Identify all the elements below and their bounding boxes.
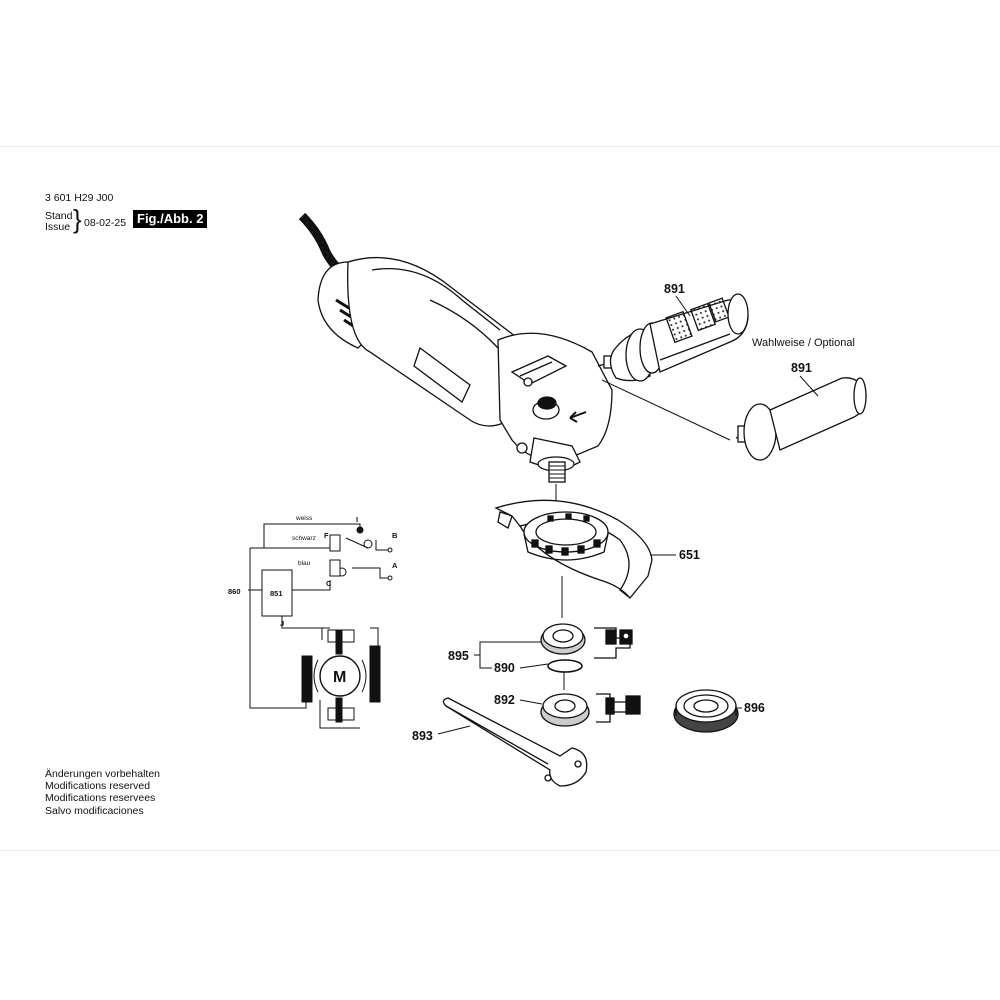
wheel-guard [494,499,653,599]
sheet-top-border [0,146,1000,147]
issue-label: Issue [45,221,71,233]
note-spanish: Salvo modificaciones [45,804,144,817]
optional-label: Wahlweise / Optional [752,337,855,349]
note-french: Modifications reservees [45,792,156,805]
label-890: 890 [494,661,515,675]
part-number: 3 601 H29 J00 [45,192,114,204]
wiring-labels: weiss schwarz blau I F B A C J 860 851 M [228,515,398,686]
label-892: 892 [494,693,515,707]
label-651: 651 [679,548,700,562]
motor-label: M [333,669,346,686]
issue-date: 08-02-25 [84,217,127,229]
terminal-j: J [280,619,284,628]
terminal-b: B [392,531,398,540]
label-891-optional: 891 [791,361,812,375]
modification-notes: Änderungen vorbehalten Modifications res… [45,768,160,817]
label-851: 851 [270,589,283,598]
pin-spanner [442,697,588,787]
figure-label: Fig./Abb. 2 [133,210,208,228]
note-german: Änderungen vorbehalten [45,768,161,780]
label-895: 895 [448,649,469,663]
terminal-f: F [324,531,329,540]
locking-nut [540,693,641,727]
wire-label-blue: blau [298,560,311,567]
part-labels: 891 891 651 895 890 892 896 893 [412,282,812,743]
angle-grinder-body [298,212,613,483]
wire-label-black: schwarz [292,535,316,542]
brace-glyph: } [73,204,82,234]
sheet-bottom-border [0,850,1000,851]
side-handle-standard [597,293,749,382]
quick-clamping-nut [673,689,739,733]
label-893: 893 [412,729,433,743]
wiring-diagram [248,523,393,729]
clamping-flange [540,623,633,673]
label-896: 896 [744,701,765,715]
terminal-c: C [326,579,332,588]
terminal-a: A [392,561,398,570]
wire-label-white: weiss [295,515,313,522]
note-english: Modifications reserved [45,780,151,793]
side-handle-optional [735,377,867,461]
terminal-i: I [356,515,358,524]
part-callouts [437,295,819,735]
label-891-standard: 891 [664,282,685,296]
stand-label: Stand [45,210,73,222]
label-860: 860 [228,587,241,596]
